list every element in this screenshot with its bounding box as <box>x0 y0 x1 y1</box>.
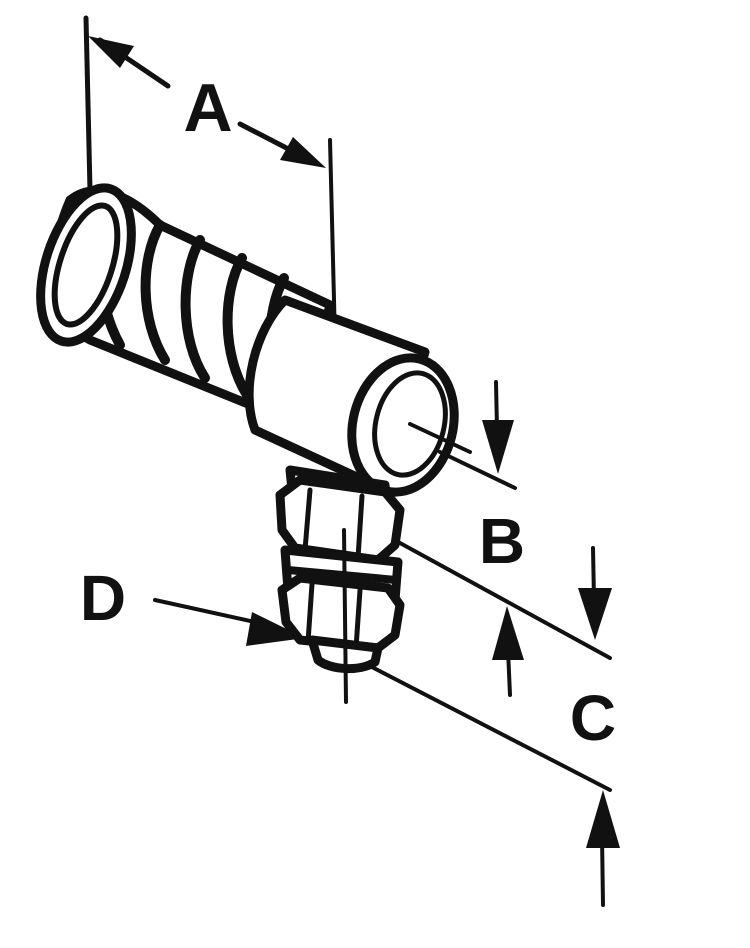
dimension-c: C <box>366 546 616 792</box>
extension-line-a-left <box>83 15 93 193</box>
ball-stud <box>275 465 405 704</box>
socket-end-face-inner <box>372 370 448 478</box>
hex-edge-3 <box>305 581 315 645</box>
label-a: A <box>183 70 232 146</box>
arrowhead-b <box>482 420 514 474</box>
centerline-end-face <box>408 422 472 454</box>
hex-edge-4 <box>353 587 363 651</box>
thread-ridge-4 <box>222 253 252 400</box>
extension-line-b-upper <box>438 450 517 490</box>
hex-edge-1 <box>302 487 313 553</box>
arrowhead-a-left <box>88 36 134 68</box>
extension-line-b-lower <box>398 541 612 660</box>
shank-end-cap <box>36 183 136 347</box>
arrowhead-a-right <box>280 137 326 168</box>
hex-edge-2 <box>355 493 365 561</box>
arrowhead-d-bottom <box>586 790 620 848</box>
leader-line-d <box>153 598 257 624</box>
arrowhead-c-left <box>492 606 524 660</box>
dimension-d: D <box>80 562 620 907</box>
arrowhead-d-leader <box>246 612 305 646</box>
stud-thread-ridge <box>284 566 400 584</box>
dimension-b: B <box>398 380 612 660</box>
label-c: C <box>570 682 616 754</box>
extension-line-c-lower <box>366 663 612 792</box>
thread-ridge-2 <box>140 220 170 365</box>
dimension-a: A <box>83 15 340 462</box>
thread-ridge-3 <box>180 235 210 383</box>
arrowhead-c-top <box>578 588 612 640</box>
shank-end-cap-inner <box>51 202 121 328</box>
label-b: B <box>479 505 525 577</box>
ball-joint-body <box>36 183 472 497</box>
label-d: D <box>80 562 126 634</box>
stud-centerline <box>342 528 348 704</box>
